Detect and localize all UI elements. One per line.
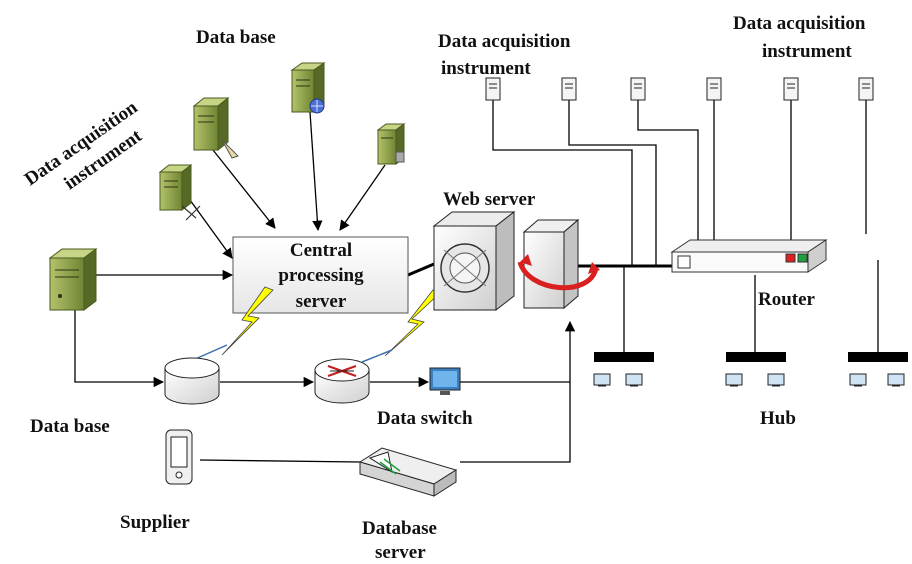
label-supplier: Supplier — [120, 512, 190, 533]
database-server-modem-icon — [358, 447, 458, 497]
lightning-icon — [192, 286, 274, 361]
central-label-line1: Central — [290, 240, 352, 261]
label-data-switch: Data switch — [377, 408, 473, 429]
hub-icon — [848, 352, 908, 387]
router-icon — [670, 239, 828, 273]
application-server-icon — [517, 218, 600, 310]
computer-tower-icon — [485, 77, 501, 101]
database-server-icon — [192, 96, 239, 159]
central-label-line2: processing — [278, 265, 364, 286]
switch-router-icon — [314, 358, 370, 404]
label-data-base-bottom: Data base — [30, 416, 110, 437]
label-daq-mid-line1: Data acquisition — [438, 31, 571, 52]
label-hub: Hub — [760, 408, 796, 429]
monitor-icon — [429, 367, 461, 395]
connections — [74, 100, 879, 463]
computer-tower-icon — [706, 77, 722, 101]
hub-icon — [593, 352, 654, 387]
label-database-server-line2: server — [375, 542, 426, 563]
database-server-icon — [290, 62, 326, 114]
label-router: Router — [758, 289, 816, 310]
label-web-server: Web server — [443, 189, 536, 210]
label-data-base-top: Data base — [196, 27, 276, 48]
web-server-icon — [432, 210, 516, 312]
computer-tower-icon — [858, 77, 874, 101]
label-daq-right-line1: Data acquisition — [733, 13, 866, 34]
central-label-line3: server — [296, 291, 347, 312]
mobile-device-icon — [165, 429, 193, 485]
database-server-icon — [376, 123, 406, 165]
database-server-icon — [158, 163, 201, 221]
terminal-computers — [485, 77, 874, 101]
computer-tower-icon — [783, 77, 799, 101]
label-daq-mid-line2: instrument — [441, 58, 531, 79]
hub-icon — [725, 352, 786, 387]
label-daq-right-line2: instrument — [762, 41, 852, 62]
label-database-server-line1: Database — [362, 518, 437, 539]
data-acquisition-server-icon — [48, 248, 98, 311]
computer-tower-icon — [561, 77, 577, 101]
computer-tower-icon — [630, 77, 646, 101]
database-cylinder-icon — [164, 357, 220, 405]
